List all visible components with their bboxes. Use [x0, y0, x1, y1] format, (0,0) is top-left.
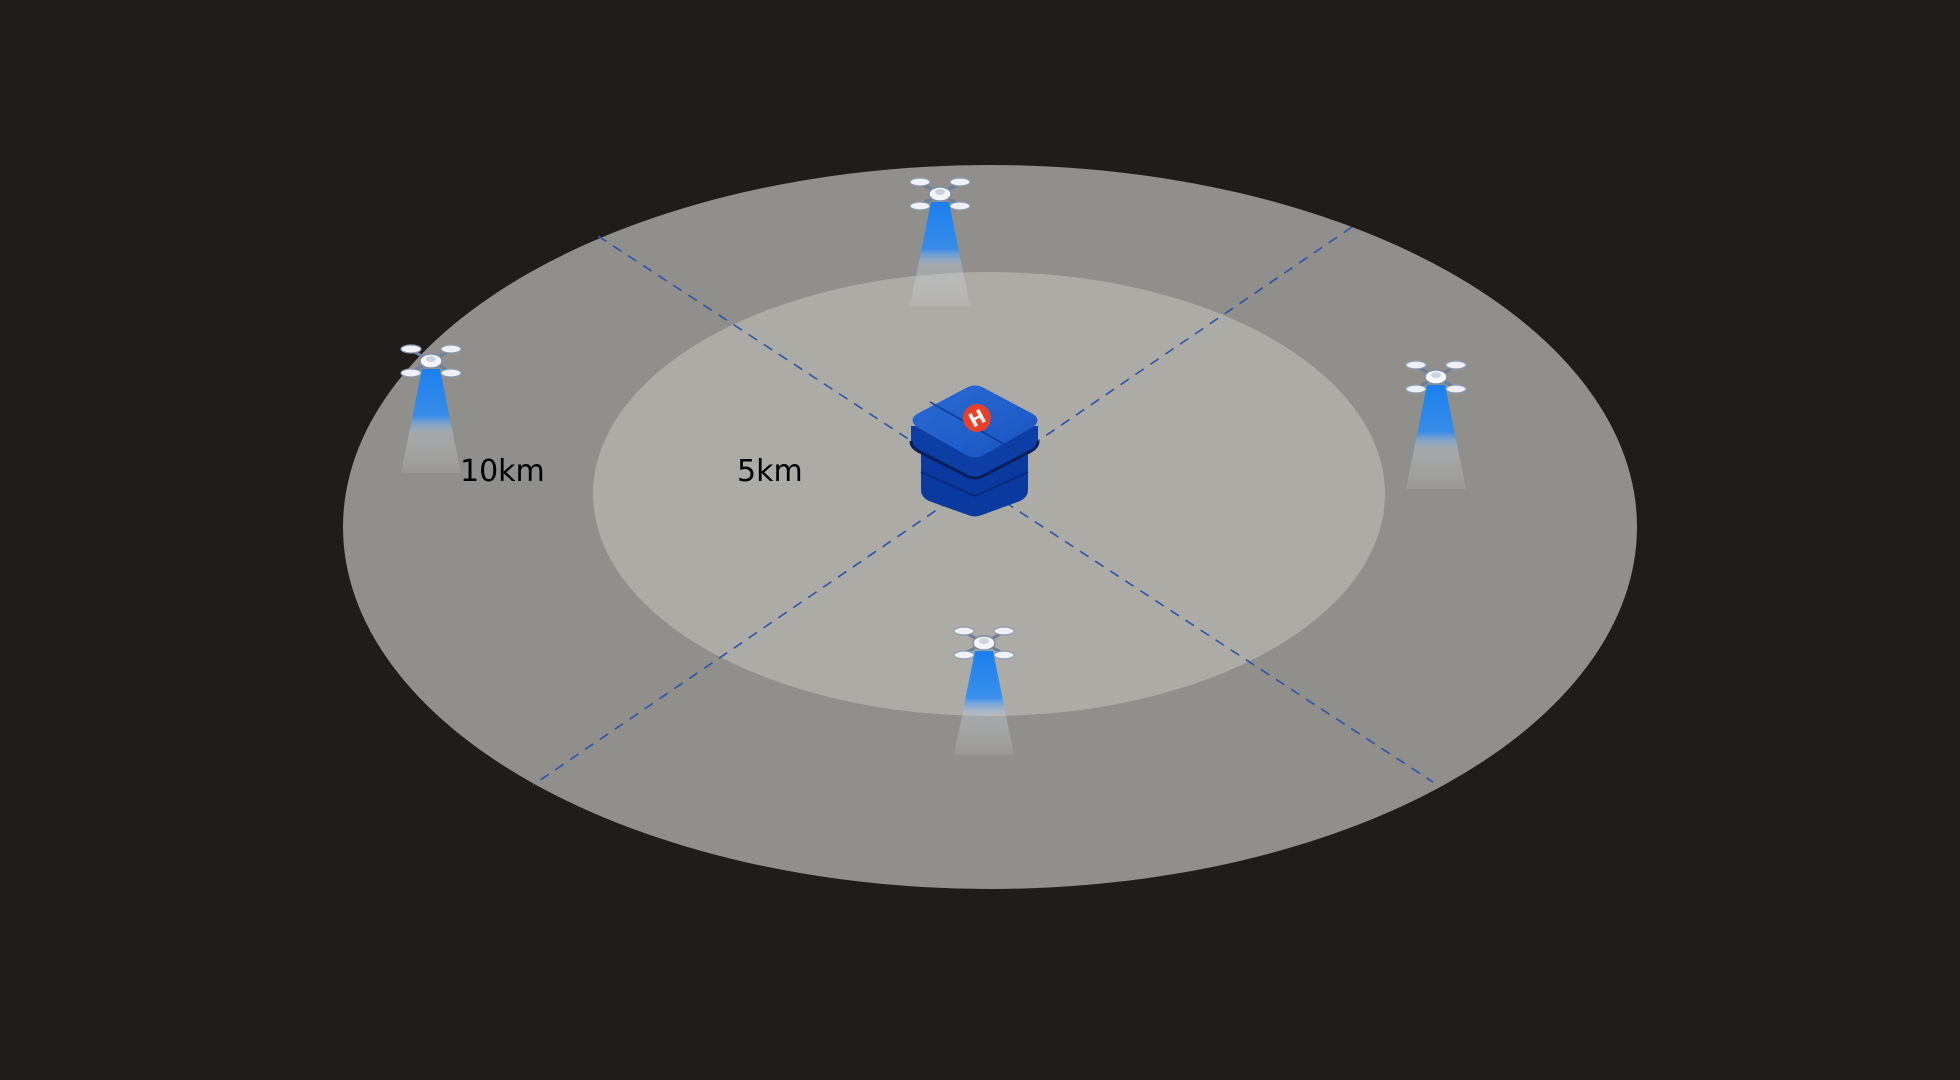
inner-range-label: 5km — [737, 454, 803, 489]
drone-dock-icon: H — [909, 385, 1040, 517]
divider-line-nw-se — [597, 235, 1434, 783]
dock-badge — [963, 404, 991, 432]
sector-divider-lines — [532, 226, 1434, 786]
divider-line-ne-sw — [532, 226, 1353, 786]
outer-range-label: 10km — [460, 454, 545, 489]
